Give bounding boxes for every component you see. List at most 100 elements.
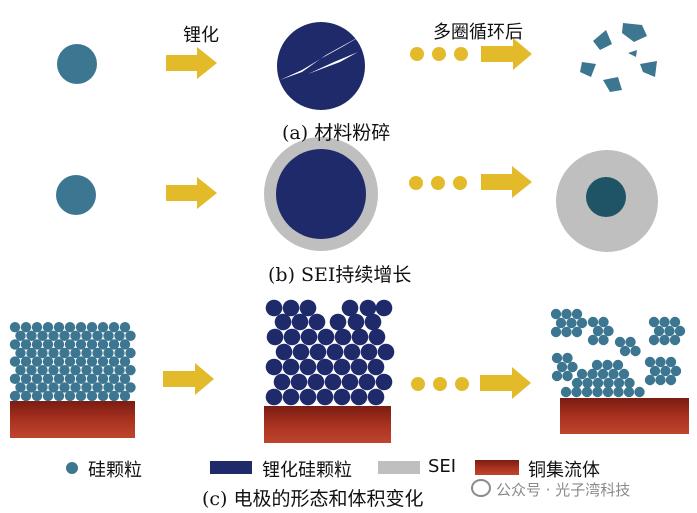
lithiated-particle	[309, 343, 327, 361]
caption-c: (c) 电极的形态和体积变化	[202, 488, 424, 510]
silicon-particle	[64, 356, 76, 367]
silicon-fragment	[551, 370, 563, 382]
legend-lithiated-label: 锂化硅颗粒	[262, 460, 352, 481]
lithiated-particle	[300, 328, 318, 346]
silicon-particle	[125, 382, 136, 393]
silicon-fragment	[655, 374, 666, 386]
silicon-particle	[92, 365, 103, 376]
legend-lithiated-swatch	[210, 461, 252, 474]
silicon-fragment	[598, 316, 609, 328]
lithiated-particle	[274, 313, 292, 331]
silicon-fragment	[602, 359, 613, 371]
legend-silicon-swatch	[66, 462, 78, 474]
thick-sei-particle-b	[556, 150, 658, 252]
after-cycles-label: 多圈循环后	[433, 22, 523, 43]
lithiated-particle	[291, 313, 309, 331]
arrow-a2	[481, 38, 532, 70]
silicon-fragment	[567, 361, 578, 373]
silicon-particle	[48, 365, 59, 376]
silicon-fragment	[562, 352, 573, 364]
silicon-particle	[81, 330, 92, 341]
silicon-particle	[86, 339, 98, 350]
silicon-fragment	[562, 370, 573, 382]
silicon-particle	[108, 390, 120, 402]
silicon-particle	[119, 373, 131, 384]
lithiated-particle	[341, 373, 359, 391]
silicon-particle	[9, 356, 21, 367]
lithiated-particle	[375, 373, 393, 391]
silicon-fragment	[634, 386, 645, 398]
lithiated-particle	[299, 299, 317, 317]
silicon-fragment	[603, 377, 614, 389]
lithiated-particle	[347, 313, 365, 331]
copper-collector-2	[264, 406, 391, 443]
lithiated-particle	[265, 388, 283, 406]
silicon-fragment	[644, 374, 656, 386]
silicon-fragment	[665, 356, 677, 368]
silicon-fragment	[576, 368, 588, 380]
silicon-fragment	[550, 308, 562, 320]
lithiated-particle	[299, 358, 317, 376]
silicon-particle	[125, 365, 136, 376]
silicon-particle	[86, 390, 98, 402]
silicon-particle	[53, 322, 65, 333]
legend-sei-label: SEI	[428, 456, 457, 477]
silicon-particle	[59, 382, 70, 393]
silicon-particle	[103, 365, 114, 376]
lithiation-label: 锂化	[183, 25, 219, 46]
silicon-particle	[108, 373, 120, 384]
lithiated-particle	[351, 328, 369, 346]
lithiated-particle-layer-2	[265, 299, 395, 406]
silicon-particle	[70, 347, 81, 359]
lithiated-particle	[299, 388, 317, 406]
silicon-particle	[97, 339, 109, 350]
silicon-particle	[15, 330, 26, 341]
silicon-particle	[81, 365, 92, 376]
silicon-fragment	[571, 377, 583, 389]
silicon-fragment	[550, 326, 562, 338]
silicon-particle	[86, 356, 98, 367]
silicon-fragment	[571, 386, 582, 398]
arrow-a1	[166, 47, 217, 79]
lithiated-particle	[333, 388, 351, 406]
silicon-particle	[70, 365, 81, 376]
dots-c	[411, 377, 469, 391]
silicon-particle	[31, 356, 43, 367]
silicon-particle	[92, 382, 103, 393]
silicon-particle	[59, 365, 70, 376]
silicon-particle	[119, 356, 131, 367]
silicon-particle	[15, 382, 26, 393]
silicon-fragment	[624, 377, 635, 389]
silicon-fragment	[598, 334, 609, 346]
silicon-particle	[114, 330, 125, 341]
silicon-fragment	[597, 368, 609, 380]
silicon-particle	[59, 330, 70, 341]
silicon-particle-a	[57, 44, 97, 84]
silicon-fragment	[566, 317, 577, 329]
lithiated-particle	[341, 299, 359, 317]
silicon-fragment	[592, 377, 604, 389]
silicon-particle	[81, 382, 92, 393]
silicon-fragment	[625, 336, 636, 348]
silicon-particle	[108, 322, 120, 333]
copper-collector-1	[10, 401, 135, 438]
silicon-particle	[53, 373, 65, 384]
lithiated-particle	[292, 343, 310, 361]
silicon-particle	[103, 382, 114, 393]
silicon-particle	[20, 322, 32, 333]
silicon-particle	[92, 347, 103, 359]
silicon-particle	[108, 339, 120, 350]
silicon-fragment	[561, 326, 572, 338]
silicon-particle	[119, 390, 131, 402]
silicon-particle	[92, 330, 103, 341]
silicon-particle	[37, 365, 48, 376]
silicon-particle	[108, 356, 120, 367]
silicon-particle	[15, 347, 26, 359]
lithiated-cracked-particle-a	[277, 22, 366, 110]
silicon-fragment	[665, 374, 677, 386]
silicon-particle	[26, 347, 37, 359]
lithiated-particle	[265, 299, 283, 317]
silicon-particle	[31, 390, 43, 402]
silicon-particle	[64, 390, 76, 402]
silicon-particle	[20, 373, 32, 384]
